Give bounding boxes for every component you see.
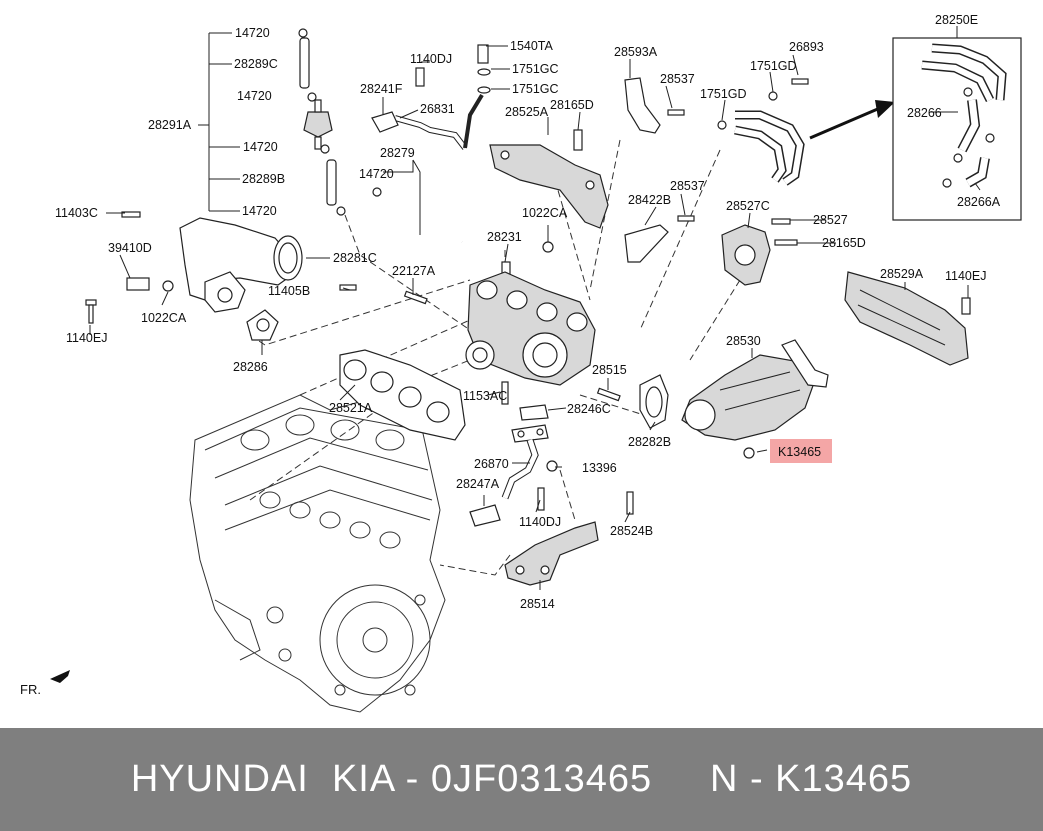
part-label: 28521A [329, 401, 373, 415]
part-label: 28289B [242, 172, 285, 186]
support-bracket-28514 [504, 521, 599, 586]
bracket-28593a [624, 77, 695, 263]
part-label: 13396 [582, 461, 617, 475]
heat-shield-28527c [721, 218, 798, 286]
part-label: 39410D [108, 241, 152, 255]
part-label: 28286 [233, 360, 268, 374]
leader-lines [89, 45, 981, 590]
part-label: 28291A [148, 118, 192, 132]
exhaust-manifold-gasket [339, 349, 466, 441]
footer-part-number-text: HYUNDAI KIA - 0JF0313465 N - K13465 [130, 758, 913, 800]
vacuum-hose [372, 173, 464, 245]
part-label: 28247A [456, 477, 500, 491]
catalytic-converter [681, 339, 829, 459]
oil-feed-pipe [371, 44, 491, 150]
engine-block-drawing [189, 394, 446, 713]
part-label: 1140EJ [66, 331, 107, 345]
part-label: 28529A [880, 267, 924, 281]
part-label: 22127A [392, 264, 436, 278]
highlighted-part-label: K13465 [778, 445, 821, 459]
part-label: 28527C [726, 199, 770, 213]
part-label: 28231 [487, 230, 522, 244]
part-label: 14720 [359, 167, 394, 181]
front-direction-indicator: FR. [20, 670, 70, 697]
oil-return-pipe [469, 381, 634, 527]
part-label: 1140DJ [410, 52, 452, 66]
part-label: 28250E [935, 13, 978, 27]
part-label: 1751GC [512, 82, 559, 96]
part-label: 28527 [813, 213, 848, 227]
part-label: 1022CA [522, 206, 568, 220]
part-label: 1540TA [510, 39, 554, 53]
turbo-heat-shield-upper [489, 129, 609, 278]
part-label: 28289C [234, 57, 278, 71]
part-label: 14720 [237, 89, 272, 103]
water-hose-assembly [198, 28, 346, 216]
part-label: 28281C [333, 251, 377, 265]
part-label: 1751GD [750, 59, 797, 73]
exploded-parts-diagram: FR. 28250E 14720 28289C 14720 28291A 147… [20, 13, 1022, 713]
part-label: 1022CA [141, 311, 187, 325]
part-label: 28537 [660, 72, 695, 86]
gasket-28282b [596, 374, 669, 429]
part-label: 28593A [614, 45, 658, 59]
part-label: 28246C [567, 402, 611, 416]
part-label: 26831 [420, 102, 455, 116]
part-label: 28165D [550, 98, 594, 112]
part-label: 28266 [907, 106, 942, 120]
part-label: 28530 [726, 334, 761, 348]
part-label: 28514 [520, 597, 555, 611]
part-label: 1751GC [512, 62, 559, 76]
inset-box [892, 26, 1022, 221]
part-label: 28165D [822, 236, 866, 250]
highlighted-part-box [770, 439, 832, 463]
part-label: 26893 [789, 40, 824, 54]
part-label: 1751GD [700, 87, 747, 101]
part-label: 28525A [505, 105, 549, 119]
part-label: 1153AC [463, 389, 507, 403]
part-label: 28279 [380, 146, 415, 160]
part-label: 28537 [670, 179, 705, 193]
part-label: 28524B [610, 524, 653, 538]
intake-pipe [85, 211, 428, 341]
part-label: 28266A [957, 195, 1001, 209]
turbo-water-pipe [717, 78, 895, 186]
fr-label: FR. [20, 682, 41, 697]
part-label: 28422B [628, 193, 671, 207]
part-label: 26870 [474, 457, 509, 471]
part-label: 14720 [242, 204, 277, 218]
part-labels: 28250E 14720 28289C 14720 28291A 14720 2… [55, 13, 1001, 611]
turbocharger [465, 271, 596, 386]
part-label: 11403C [55, 206, 98, 220]
part-label: 11405B [268, 284, 310, 298]
part-label: 28241F [360, 82, 403, 96]
part-label: 1140EJ [945, 269, 986, 283]
part-label: 28282B [628, 435, 671, 449]
part-label: 14720 [243, 140, 278, 154]
part-number-footer: HYUNDAI KIA - 0JF0313465 N - K13465 [0, 728, 1043, 831]
part-label: 14720 [235, 26, 270, 40]
heat-shield-28529a [844, 271, 971, 366]
part-label: 28515 [592, 363, 627, 377]
part-label: 1140DJ [519, 515, 561, 529]
